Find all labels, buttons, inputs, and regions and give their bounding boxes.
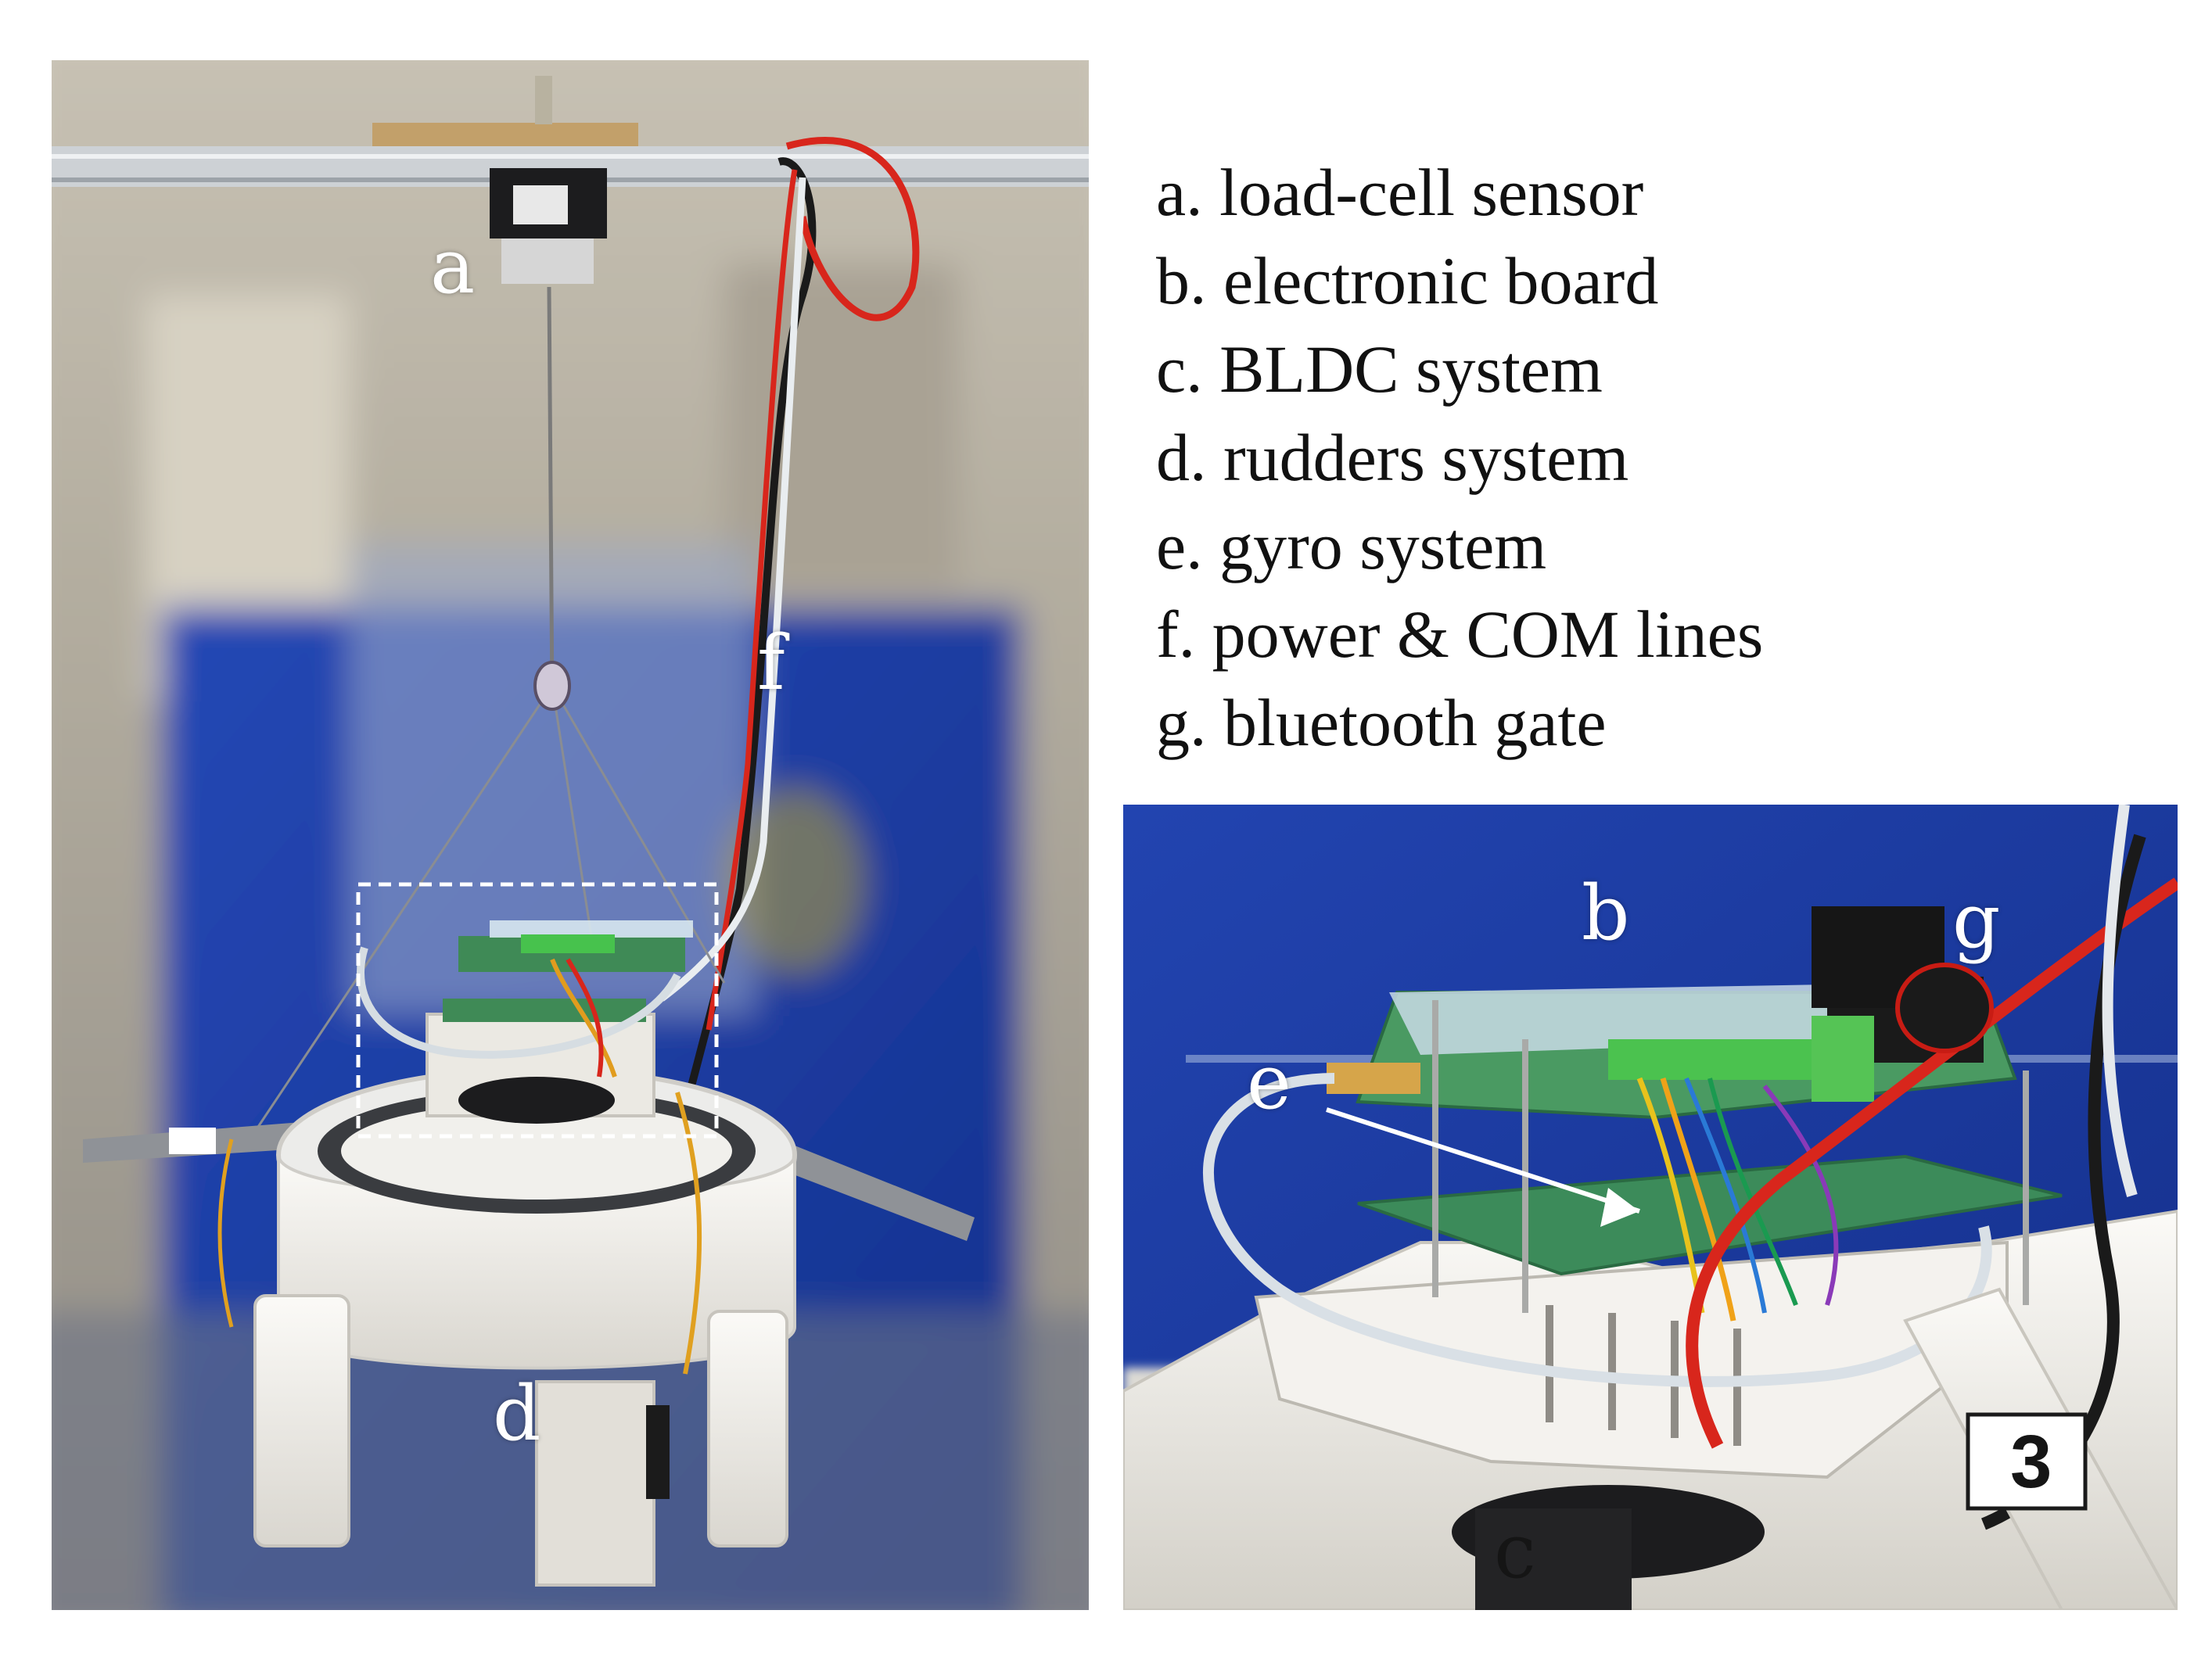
label-g-bluetooth-gate: g (1952, 877, 2001, 965)
test-rig-illustration (52, 60, 1089, 1610)
legend-list: a. load-cell sensor b. electronic board … (1156, 149, 2173, 767)
legend-item-e: e. gyro system (1156, 508, 1547, 583)
label-e-gyro: e (1247, 1038, 1291, 1126)
label-a-load-cell: a (430, 223, 476, 310)
label-d-rudders: d (493, 1370, 541, 1458)
legend-item-b: b. electronic board (1156, 243, 1659, 318)
legend-item-f: f. power & COM lines (1156, 597, 1764, 672)
label-c-bldc: c (1494, 1508, 1536, 1595)
legend-item-a: a. load-cell sensor (1156, 155, 1644, 230)
label-3-arm-number: 3 (2010, 1420, 2052, 1504)
electronics-closeup-illustration (1123, 805, 2178, 1610)
test-rig-photo (52, 60, 1089, 1610)
legend-item-d: d. rudders system (1156, 420, 1629, 495)
legend-item-c: c. BLDC system (1156, 332, 1603, 407)
label-b-electronic-board: b (1582, 870, 1630, 957)
legend-item-g: g. bluetooth gate (1156, 685, 1607, 760)
electronics-closeup-photo (1123, 805, 2178, 1610)
label-f-power-lines: f (757, 619, 785, 707)
